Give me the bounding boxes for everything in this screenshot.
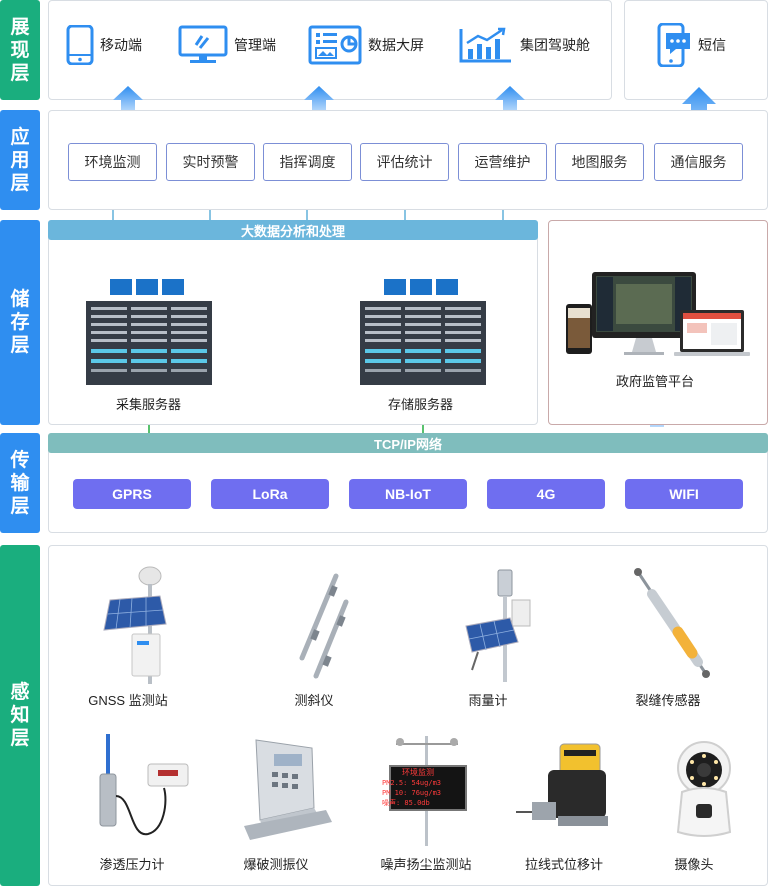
network-button-wifi[interactable]: WIFI <box>625 479 743 509</box>
sensor-gnss: GNSS 监测站 <box>58 566 198 709</box>
up-arrow-icon <box>304 86 334 112</box>
sensor-label: 渗透压力计 <box>99 857 165 872</box>
network-button-lora[interactable]: LoRa <box>211 479 329 509</box>
sensor-label: 测斜仪 <box>294 693 334 708</box>
layer-tab-perception: 感 知 层 <box>0 545 40 886</box>
layer-tab-transport: 传 输 层 <box>0 433 40 533</box>
led-display: 环境监测 PM2.5: 54ug/m3 PM 10: 76ug/m3 噪声: 8… <box>382 768 454 808</box>
sms-phone-icon <box>657 23 690 67</box>
sensor-label: 雨量计 <box>468 693 508 708</box>
layer-tab-application: 应 用 层 <box>0 110 40 210</box>
app-button-statistics[interactable]: 评估统计 <box>360 143 449 181</box>
presentation-item-label: 管理端 <box>234 37 276 53</box>
layer-char: 储 <box>10 289 30 310</box>
sensor-draw-wire: 拉线式位移计 <box>494 730 634 873</box>
layer-char: 展 <box>10 16 30 38</box>
noise-dust-station-icon <box>389 736 467 846</box>
layer-char: 传 <box>10 449 30 471</box>
collect-server-label: 采集服务器 <box>116 397 182 412</box>
store-server-label: 存储服务器 <box>388 397 454 412</box>
layer-char: 层 <box>10 172 30 194</box>
up-arrow-icon <box>495 86 525 112</box>
layer-char: 层 <box>10 728 30 749</box>
app-button-map[interactable]: 地图服务 <box>555 143 644 181</box>
layer-char: 层 <box>10 335 30 356</box>
piezometer-icon <box>99 734 189 836</box>
sensor-rain-gauge: 雨量计 <box>418 566 558 709</box>
perception-panel <box>48 545 768 886</box>
sensor-label: 拉线式位移计 <box>524 857 603 872</box>
layer-tab-presentation: 展 现 层 <box>0 0 40 100</box>
presentation-panel <box>48 0 612 100</box>
mobile-phone-icon <box>66 25 94 65</box>
app-button-alert[interactable]: 实时预警 <box>166 143 255 181</box>
sensor-noise-dust: 噪声扬尘监测站 <box>356 730 496 873</box>
sms-panel <box>624 0 768 100</box>
presentation-item-label: 短信 <box>698 37 726 53</box>
store-server-icon <box>360 279 486 385</box>
dashboard-screen-icon <box>308 25 362 65</box>
blast-vibration-meter-icon <box>244 739 332 840</box>
layer-char: 输 <box>10 472 30 494</box>
layer-char: 用 <box>10 149 30 171</box>
sensor-camera: 摄像头 <box>624 730 764 873</box>
presentation-item-sms: 短信 <box>656 23 726 67</box>
presentation-item-cockpit: 集团驾驶舱 <box>458 24 590 66</box>
presentation-item-mobile: 移动端 <box>66 24 142 66</box>
sensor-label: 裂缝传感器 <box>635 693 701 708</box>
sensor-inclinometer: 测斜仪 <box>244 566 384 709</box>
sensor-piezometer: 渗透压力计 <box>62 730 202 873</box>
camera-icon <box>676 741 732 837</box>
app-button-communication[interactable]: 通信服务 <box>654 143 743 181</box>
led-display-line: 噪声: 85.0db <box>382 799 430 807</box>
led-display-line: PM2.5: 54ug/m3 <box>382 779 442 787</box>
presentation-item-label: 集团驾驶舱 <box>520 37 590 53</box>
layer-char: 层 <box>10 495 30 517</box>
led-display-title: 环境监测 <box>402 768 434 777</box>
monitor-icon <box>178 25 228 63</box>
network-button-gprs[interactable]: GPRS <box>73 479 191 509</box>
sensor-blast-vibration: 爆破测振仪 <box>206 730 346 873</box>
app-button-environment[interactable]: 环境监测 <box>68 143 157 181</box>
presentation-item-admin: 管理端 <box>178 24 276 66</box>
inclinometer-icon <box>299 573 349 679</box>
layer-char: 知 <box>10 705 30 726</box>
layer-char: 现 <box>10 39 30 61</box>
sensor-crack: 裂缝传感器 <box>598 566 738 709</box>
app-button-dispatch[interactable]: 指挥调度 <box>263 143 352 181</box>
platform-devices-icon <box>566 272 750 356</box>
draw-wire-sensor-icon <box>516 743 608 826</box>
sensor-label: GNSS 监测站 <box>88 693 168 708</box>
bar-chart-icon <box>459 27 511 63</box>
layer-tab-storage: 储 存 层 <box>0 220 40 425</box>
platform-label: 政府监管平台 <box>616 374 695 389</box>
network-button-nbiot[interactable]: NB-IoT <box>349 479 467 509</box>
presentation-item-label: 移动端 <box>100 37 142 53</box>
crack-sensor-icon <box>634 568 710 678</box>
layer-char: 感 <box>10 682 30 703</box>
sensor-label: 摄像头 <box>674 857 714 872</box>
network-button-4g[interactable]: 4G <box>487 479 605 509</box>
gnss-station-icon <box>103 566 167 684</box>
collect-server-icon <box>86 279 212 385</box>
layer-char: 层 <box>10 62 30 84</box>
led-display-line: PM 10: 76ug/m3 <box>382 789 442 797</box>
layer-char: 存 <box>10 312 30 333</box>
layer-char: 应 <box>10 126 30 148</box>
rain-gauge-icon <box>465 569 531 682</box>
up-arrow-icon <box>113 86 143 112</box>
app-button-operations[interactable]: 运营维护 <box>458 143 547 181</box>
tcp-ip-bar: TCP/IP网络 <box>48 433 768 453</box>
sensor-label: 爆破测振仪 <box>243 857 309 872</box>
presentation-item-label: 数据大屏 <box>368 37 424 53</box>
big-data-bar: 大数据分析和处理 <box>48 220 538 240</box>
presentation-item-bigscreen: 数据大屏 <box>308 24 424 66</box>
sensor-label: 噪声扬尘监测站 <box>380 857 472 872</box>
